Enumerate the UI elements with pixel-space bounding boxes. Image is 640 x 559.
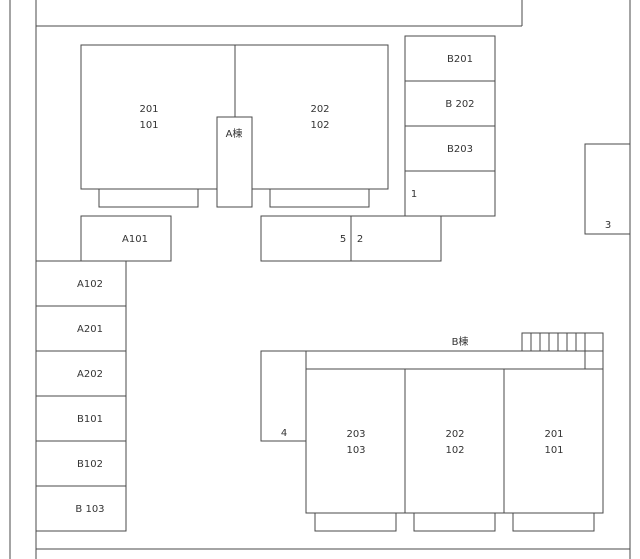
- right-parking-column: B201 B 202 B203 1: [404, 35, 496, 217]
- lot-2-label: 2: [357, 234, 363, 245]
- space-a201[interactable]: [35, 305, 127, 352]
- building-a: 201 101 202 102 A棟: [80, 44, 389, 208]
- building-a-right-unit[interactable]: [234, 44, 389, 190]
- space-b202[interactable]: [404, 80, 496, 127]
- building-b-unit-3-lower-label: 101: [544, 445, 563, 456]
- building-b-balcony-3: [512, 512, 595, 532]
- space-a101[interactable]: [80, 215, 172, 262]
- building-b-name-label: B棟: [452, 335, 469, 348]
- building-b-unit-2[interactable]: [404, 368, 505, 514]
- building-a-stair-core: [216, 116, 253, 208]
- building-b-unit-3-upper-label: 201: [544, 429, 563, 440]
- space-b203-label: B203: [447, 144, 473, 155]
- space-b202-label: B 202: [445, 99, 474, 110]
- space-b103[interactable]: [35, 485, 127, 532]
- lot-3[interactable]: [584, 143, 631, 235]
- space-a202-label: A202: [77, 369, 103, 380]
- lot-2[interactable]: [350, 215, 442, 262]
- building-b-unit-2-upper-label: 202: [445, 429, 464, 440]
- building-a-left-balcony: [98, 188, 199, 208]
- lot-3-label: 3: [605, 220, 611, 231]
- lot-4-label: 4: [281, 428, 287, 439]
- lot-5[interactable]: [260, 215, 352, 262]
- building-b-landing: [584, 350, 604, 370]
- building-a-right-lower-label: 102: [310, 120, 329, 131]
- building-b-unit-1-upper-label: 203: [346, 429, 365, 440]
- space-a101-label: A101: [122, 234, 148, 245]
- building-a-left-lower-label: 101: [139, 120, 158, 131]
- space-b201[interactable]: [404, 35, 496, 82]
- space-b201-label: B201: [447, 54, 473, 65]
- building-b-unit-1-lower-label: 103: [346, 445, 365, 456]
- lot-1[interactable]: [404, 170, 496, 217]
- space-b203[interactable]: [404, 125, 496, 172]
- space-b102[interactable]: [35, 440, 127, 487]
- building-b-stair: [521, 332, 604, 352]
- lot-4[interactable]: [260, 350, 307, 442]
- space-b101-label: B101: [77, 414, 103, 425]
- building-b-balcony-2: [413, 512, 496, 532]
- left-parking-column: A102 A201 A202 B101 B102 B 103: [35, 260, 127, 532]
- lot-5-label: 5: [340, 234, 346, 245]
- building-a-name-label: A棟: [226, 127, 243, 140]
- space-b102-label: B102: [77, 459, 103, 470]
- space-a102[interactable]: [35, 260, 127, 307]
- building-a-right-upper-label: 202: [310, 104, 329, 115]
- building-b-unit-1[interactable]: [305, 368, 406, 514]
- space-b103-label: B 103: [75, 504, 104, 515]
- lot-1-label: 1: [411, 189, 417, 200]
- building-b-corridor: [305, 350, 604, 370]
- space-a201-label: A201: [77, 324, 103, 335]
- building-b: 4 B棟 203 103 202 102 201 101: [260, 332, 604, 532]
- building-b-balcony-1: [314, 512, 397, 532]
- building-a-left-unit[interactable]: [80, 44, 236, 190]
- space-a102-label: A102: [77, 279, 103, 290]
- space-b101[interactable]: [35, 395, 127, 442]
- building-a-right-balcony: [269, 188, 370, 208]
- building-a-left-upper-label: 201: [139, 104, 158, 115]
- building-b-unit-2-lower-label: 102: [445, 445, 464, 456]
- building-b-unit-3[interactable]: [503, 368, 604, 514]
